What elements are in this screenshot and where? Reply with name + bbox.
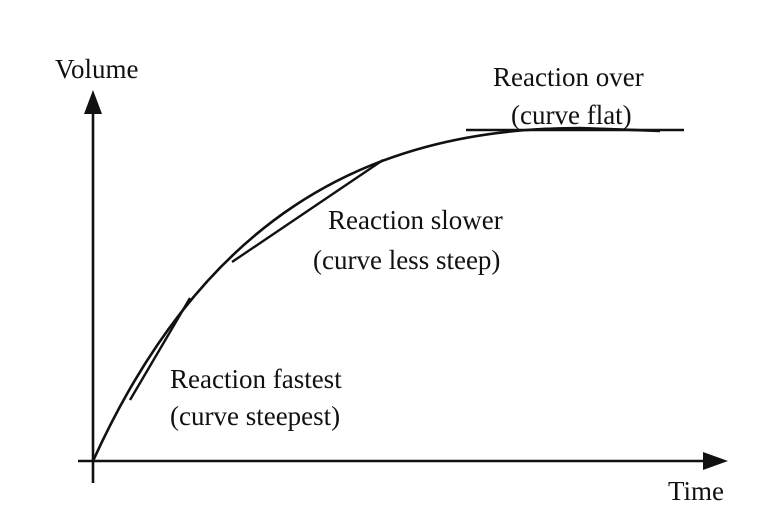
annotation-over-line1: Reaction over xyxy=(493,62,644,92)
y-axis-label: Volume xyxy=(55,54,139,84)
y-axis-arrowhead xyxy=(84,90,102,114)
volume-curve xyxy=(91,126,661,462)
tangent-steepest xyxy=(128,297,192,401)
annotation-fastest-line2: (curve steepest) xyxy=(170,401,340,431)
annotation-slower-line2: (curve less steep) xyxy=(313,245,500,275)
x-axis-label: Time xyxy=(668,476,724,506)
x-axis-arrowhead xyxy=(703,452,728,470)
annotation-over-line2: (curve flat) xyxy=(511,100,632,130)
annotation-fastest-line1: Reaction fastest xyxy=(170,364,342,394)
annotation-slower-line1: Reaction slower xyxy=(328,205,503,235)
tangent-less-steep xyxy=(231,159,384,263)
